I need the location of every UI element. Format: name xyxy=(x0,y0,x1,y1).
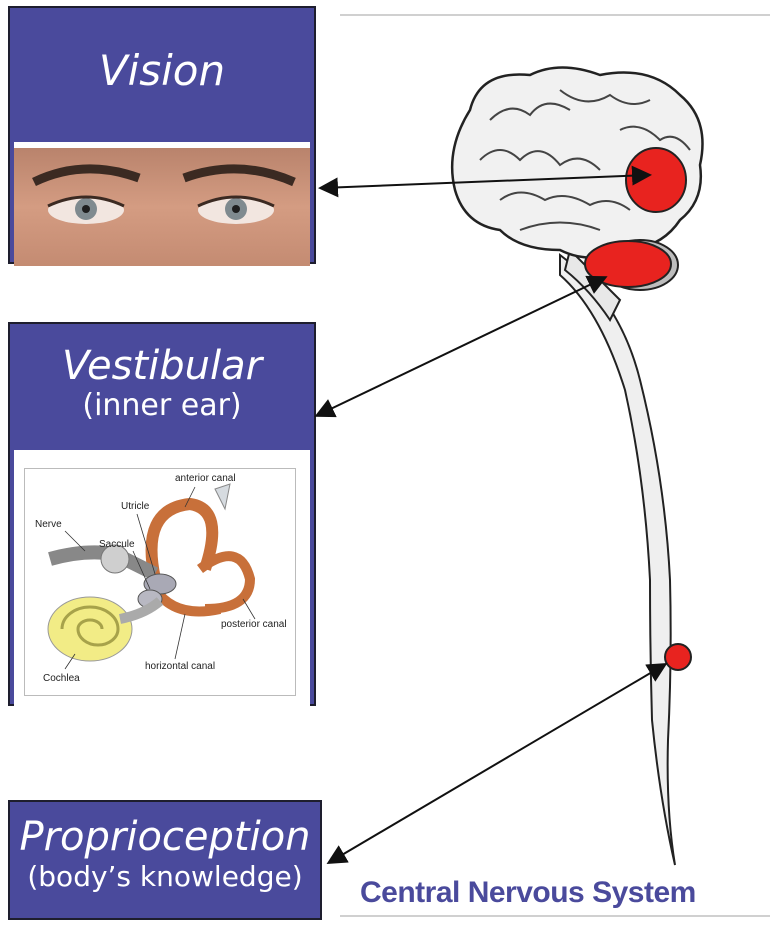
spinal-cord xyxy=(560,255,675,865)
arrow-vestibular xyxy=(318,278,604,415)
arrow-proprioception xyxy=(330,665,664,862)
visual-cortex-highlight xyxy=(626,148,686,212)
spinal-highlight xyxy=(665,644,691,670)
cns-label: Central Nervous System xyxy=(360,876,696,910)
